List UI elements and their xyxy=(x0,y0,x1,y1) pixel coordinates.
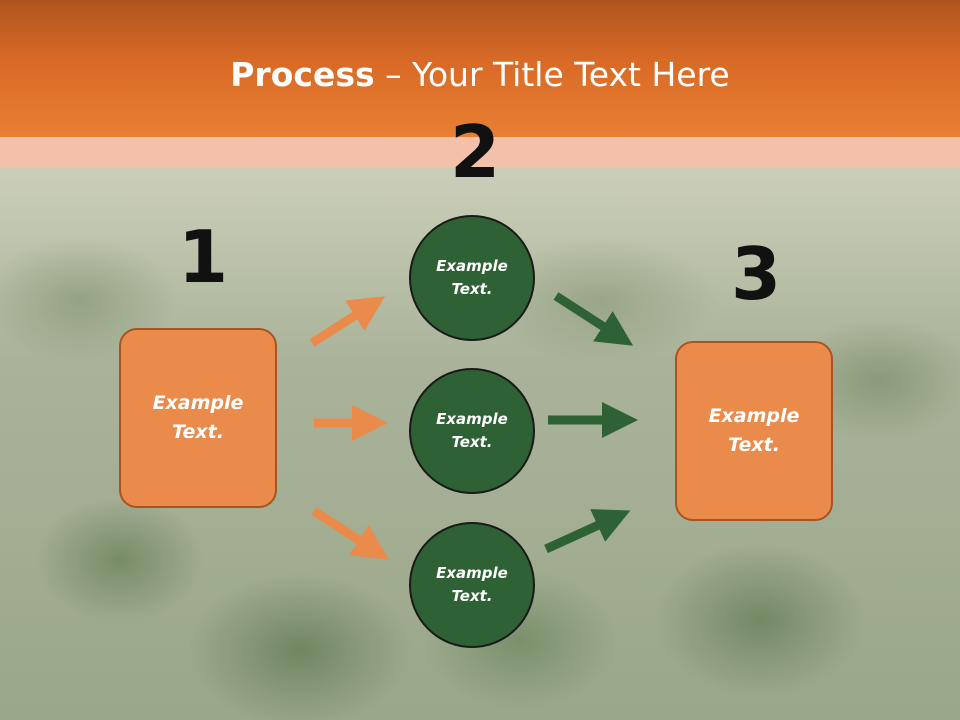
step3-text-line2: Text. xyxy=(728,434,780,456)
header-band xyxy=(0,137,960,167)
arrow-orange-up xyxy=(309,296,386,347)
step1-box[interactable]: Example Text. xyxy=(119,328,277,508)
circle-text-line1: Example xyxy=(436,564,508,582)
step1-text-line1: Example xyxy=(152,392,244,414)
circle-text-line2: Text. xyxy=(451,587,493,605)
title-bold: Process xyxy=(230,55,375,94)
title-bar xyxy=(0,0,960,137)
step-number-1: 1 xyxy=(178,215,229,299)
title-rest: – Your Title Text Here xyxy=(374,55,730,94)
arrow-orange-down xyxy=(311,507,390,560)
arrow-green-up xyxy=(544,509,631,554)
circle-text-line2: Text. xyxy=(451,433,493,451)
step3-text-line1: Example xyxy=(708,405,800,427)
circle-text-line1: Example xyxy=(436,257,508,275)
step1-text-line2: Text. xyxy=(172,421,224,443)
step-number-2: 2 xyxy=(450,110,501,194)
slide-title[interactable]: Process – Your Title Text Here xyxy=(0,54,960,96)
step2-circle-bottom[interactable]: Example Text. xyxy=(409,522,535,648)
step3-box[interactable]: Example Text. xyxy=(675,341,833,521)
circle-text-line1: Example xyxy=(436,410,508,428)
step2-circle-top[interactable]: Example Text. xyxy=(409,215,535,341)
circle-text-line2: Text. xyxy=(451,280,493,298)
step2-circle-middle[interactable]: Example Text. xyxy=(409,368,535,494)
arrow-green-down xyxy=(553,292,634,346)
step-number-3: 3 xyxy=(731,232,782,316)
